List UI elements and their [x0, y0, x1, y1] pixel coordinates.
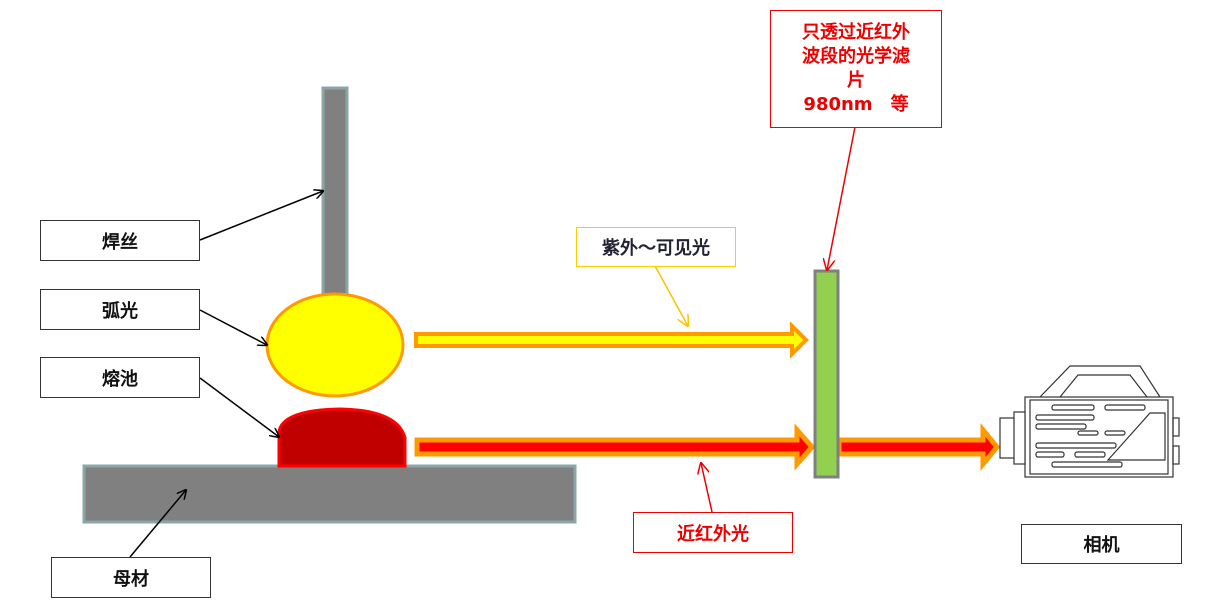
welding-wire: [321, 86, 349, 302]
uv-visible-label: 紫外～可见光: [576, 227, 736, 267]
wire-label: 焊丝: [40, 220, 200, 261]
nir-filtered-arrow: [836, 423, 1001, 471]
camera-icon: [999, 365, 1180, 478]
uv-visible-arrow: [414, 321, 809, 359]
filter-label-line: 980nm 等: [803, 94, 909, 115]
base-pointer: [129, 490, 186, 558]
base-metal: [82, 464, 577, 524]
camera-label: 相机: [1021, 524, 1182, 564]
filter-label-line: 片: [847, 70, 865, 91]
uv-pointer: [654, 265, 688, 326]
nir-pointer: [701, 463, 713, 513]
filter-pointer: [827, 126, 856, 270]
filter-label-line: 波段的光学滤: [802, 46, 910, 67]
arc-pointer: [199, 309, 267, 345]
base-metal-label: 母材: [51, 557, 211, 598]
arc-label: 弧光: [40, 289, 200, 330]
nir-label: 近红外光: [633, 512, 793, 553]
filter-label: 只透过近红外 波段的光学滤 片 980nm 等: [770, 10, 942, 128]
filter-label-line: 只透过近红外: [802, 22, 910, 43]
pool-pointer: [199, 377, 279, 437]
optical-filter: [813, 269, 840, 479]
pool-label: 熔池: [40, 357, 200, 398]
wire-pointer: [199, 191, 323, 241]
weld-pool: [277, 407, 407, 468]
arc-light: [265, 292, 405, 398]
nir-arrow: [414, 423, 816, 471]
